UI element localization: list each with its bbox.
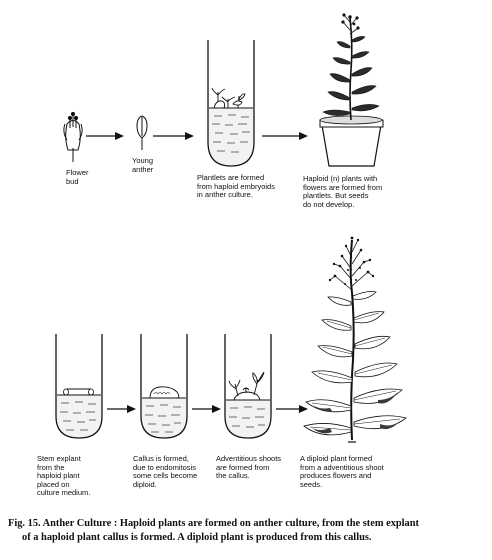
test-tube-adventitious-shoots bbox=[224, 334, 272, 439]
arrow-flower-to-anther bbox=[86, 132, 124, 140]
arrow-anther-to-tube bbox=[153, 132, 194, 140]
caption-line-2: of a haploid plant callus is formed. A d… bbox=[22, 532, 372, 543]
test-tube-callus bbox=[140, 334, 188, 439]
flower-bud-illustration bbox=[63, 111, 83, 162]
test-tube-stem-explant bbox=[55, 334, 103, 439]
figure-caption: Fig. 15. Anther Culture : Haploid plants… bbox=[8, 517, 486, 545]
arrow-tube-to-pot bbox=[262, 132, 308, 140]
diploid-plant bbox=[303, 236, 407, 443]
arrow-explant-to-callus bbox=[107, 405, 136, 413]
arrow-callus-to-shoots bbox=[192, 405, 221, 413]
caption-line-1: Fig. 15. Anther Culture : Haploid plants… bbox=[8, 518, 419, 529]
test-tube-plantlets bbox=[207, 40, 255, 167]
young-anther-illustration bbox=[136, 115, 148, 150]
haploid-potted-plant bbox=[319, 13, 384, 167]
arrow-shoots-to-diploid-plant bbox=[276, 405, 308, 413]
